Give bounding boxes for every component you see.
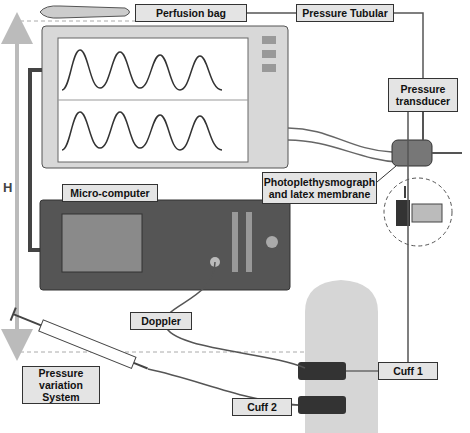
label-text: Pressure Tubular	[302, 7, 388, 19]
sensor-label: Photoplethysmograph and latex membrane	[262, 172, 377, 204]
label-text: Doppler	[141, 315, 181, 327]
perfusion-bag	[40, 6, 130, 18]
unit-speaker	[266, 236, 278, 248]
tube	[432, 152, 462, 154]
tube	[422, 112, 424, 140]
unit-display	[62, 214, 142, 272]
computer-label: Micro-computer	[62, 184, 158, 202]
detail-circle	[384, 178, 452, 246]
bag-label: Perfusion bag	[135, 4, 247, 22]
monitor-button	[262, 50, 276, 58]
monitor-screen	[58, 38, 248, 162]
label-text: Cuff 2	[247, 401, 277, 413]
leader-line	[377, 166, 396, 182]
tube-line	[408, 95, 458, 362]
height-arrow	[15, 28, 19, 345]
ppg-waveform	[62, 50, 222, 90]
label-text: Perfusion bag	[156, 7, 226, 19]
cuff-label: Cuff 1	[378, 362, 438, 380]
detail-arrow	[404, 186, 406, 198]
micro-computer-unit	[40, 200, 290, 290]
label-text: Pressure variation System	[23, 367, 99, 403]
tube-line	[394, 13, 423, 78]
height-label: H	[3, 180, 12, 195]
sensor-cable	[288, 140, 398, 162]
cuff	[298, 362, 346, 380]
latex-membrane	[412, 204, 442, 222]
syringe-label: Pressure variation System	[22, 366, 100, 404]
leader-line	[346, 371, 378, 372]
monitor-button	[262, 64, 276, 72]
height-guide	[20, 21, 135, 22]
height-guide	[20, 352, 310, 353]
cuff	[298, 396, 346, 414]
monitor	[42, 26, 288, 168]
label-text: Cuff 1	[393, 365, 423, 377]
cuff-label: Cuff 2	[232, 398, 292, 416]
monitor-button	[262, 36, 276, 44]
tube-line	[247, 12, 296, 14]
unit-lights	[246, 212, 252, 272]
screen-divider	[58, 100, 248, 101]
label-text: Photoplethysmograph and latex membrane	[263, 176, 376, 200]
doppler-waveform	[62, 112, 222, 150]
transducer-label: Pressure transducer	[388, 78, 458, 112]
unit-lights	[232, 212, 238, 272]
transducer	[392, 140, 432, 166]
doppler-label: Doppler	[130, 312, 192, 330]
label-text: Micro-computer	[70, 187, 149, 199]
label-text: Pressure transducer	[389, 83, 457, 107]
tube-label: Pressure Tubular	[296, 4, 394, 22]
